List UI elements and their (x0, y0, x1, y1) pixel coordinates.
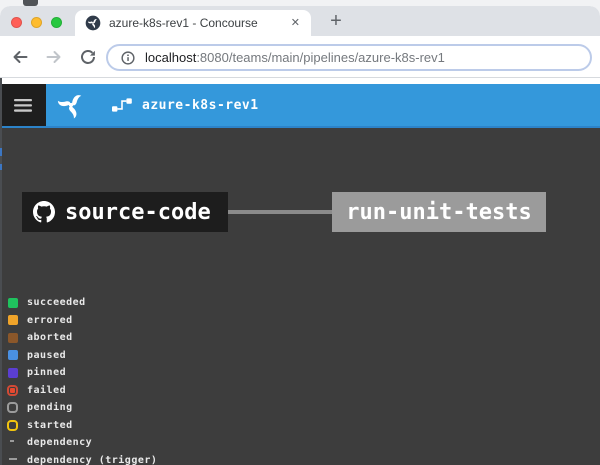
status-legend: succeeded errored aborted paused (7, 294, 238, 465)
resource-label: source-code (65, 199, 211, 225)
background-window-artifact (0, 78, 2, 465)
reload-icon (81, 49, 95, 64)
back-icon (13, 50, 28, 63)
browser-window: azure-k8s-rev1 - Concourse ✕ + (0, 6, 600, 465)
url-path: :8080/teams/main/pipelines/azure-k8s-rev… (196, 50, 445, 65)
url-host: localhost (145, 50, 197, 65)
legend-label: paused (27, 349, 67, 361)
url-text: localhost:8080/teams/main/pipelines/azur… (145, 50, 445, 65)
sidebar-toggle-button[interactable] (0, 84, 46, 126)
menu-icon (14, 98, 32, 112)
legend-item-started: started (7, 417, 238, 435)
browser-toolbar: localhost:8080/teams/main/pipelines/azur… (0, 36, 600, 78)
forward-icon (46, 50, 61, 63)
close-window-button[interactable] (11, 17, 22, 28)
job-label: run-unit-tests (346, 199, 532, 225)
errored-status-icon (8, 315, 18, 326)
legend-item-failed: failed (7, 382, 238, 400)
dependency-line-icon (10, 440, 14, 443)
github-icon (33, 201, 55, 223)
pipeline-graph: source-code run-unit-tests succeeded err… (0, 128, 600, 465)
legend-label: pinned (27, 367, 67, 379)
concourse-favicon (85, 15, 101, 31)
aborted-status-icon (8, 332, 18, 343)
close-tab-icon[interactable]: ✕ (290, 16, 300, 29)
started-status-icon (7, 419, 18, 431)
legend-label: started (27, 419, 73, 431)
legend-label: failed (27, 384, 67, 396)
legend-label: dependency (trigger) (27, 454, 158, 465)
legend-label: aborted (27, 332, 73, 344)
legend-item-succeeded: succeeded (8, 294, 238, 312)
legend-item-dependency-trigger: dependency (trigger) (8, 452, 238, 465)
paused-status-icon (8, 350, 18, 361)
back-button[interactable] (6, 43, 34, 71)
zoom-window-button[interactable] (51, 17, 62, 28)
site-info-icon[interactable] (120, 50, 136, 66)
pinned-status-icon (8, 367, 18, 378)
legend-label: pending (27, 402, 73, 414)
legend-label: succeeded (27, 297, 86, 309)
legend-item-pending: pending (7, 399, 238, 417)
concourse-header-bar: azure-k8s-rev1 (46, 84, 600, 126)
pending-status-icon (7, 402, 18, 414)
tab-strip: azure-k8s-rev1 - Concourse ✕ + (0, 6, 600, 36)
background-window-artifact (23, 0, 38, 6)
job-node-run-unit-tests[interactable]: run-unit-tests (332, 192, 546, 232)
legend-item-pinned: pinned (8, 364, 238, 382)
resource-node-source-code[interactable]: source-code (22, 192, 228, 232)
browser-tab[interactable]: azure-k8s-rev1 - Concourse ✕ (75, 10, 311, 36)
reload-button[interactable] (74, 43, 102, 71)
concourse-top-bar: azure-k8s-rev1 (0, 84, 600, 128)
legend-label: errored (27, 314, 73, 326)
forward-button[interactable] (40, 43, 68, 71)
dependency-trigger-line-icon (9, 457, 17, 460)
tab-title: azure-k8s-rev1 - Concourse (109, 16, 258, 30)
concourse-logo-icon[interactable] (56, 90, 86, 120)
concourse-page: azure-k8s-rev1 source-code run-unit-test… (0, 84, 600, 465)
pipeline-breadcrumb-icon (112, 98, 132, 112)
pipeline-edge (228, 210, 332, 214)
breadcrumb-pipeline-name[interactable]: azure-k8s-rev1 (142, 97, 259, 113)
address-input[interactable]: localhost:8080/teams/main/pipelines/azur… (106, 44, 592, 71)
succeeded-status-icon (8, 297, 18, 308)
legend-label: dependency (27, 437, 93, 449)
failed-status-icon (7, 384, 18, 396)
new-tab-button[interactable]: + (330, 9, 342, 32)
legend-item-paused: paused (8, 347, 238, 365)
minimize-window-button[interactable] (31, 17, 42, 28)
legend-item-aborted: aborted (8, 329, 238, 347)
legend-item-errored: errored (8, 312, 238, 330)
legend-item-dependency: dependency (8, 434, 238, 452)
traffic-lights (11, 17, 62, 28)
